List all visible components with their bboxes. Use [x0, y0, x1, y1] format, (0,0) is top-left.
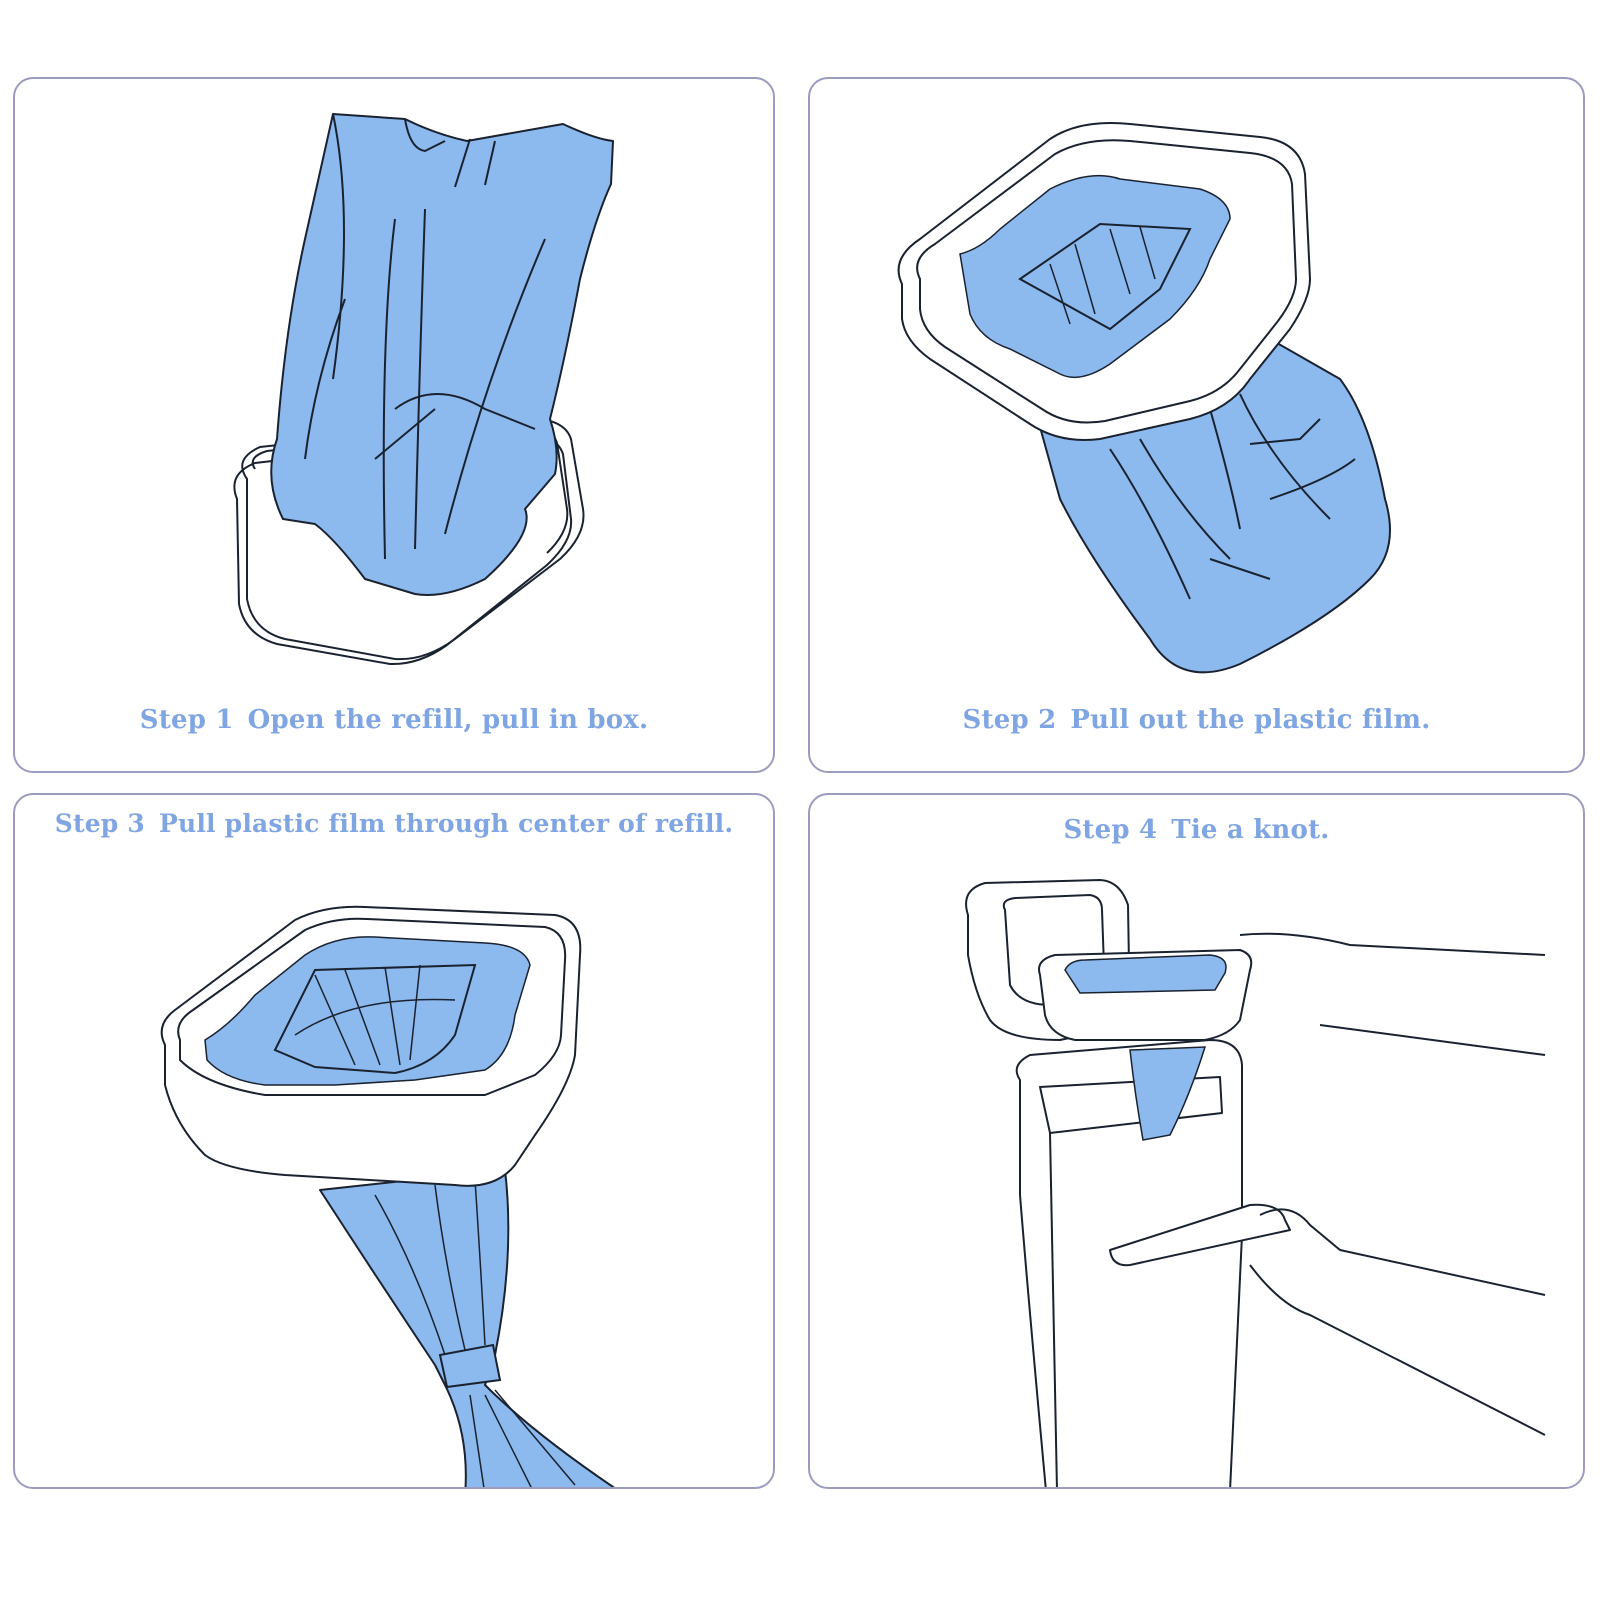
- film-through-refill-knot-icon: [160, 905, 615, 1487]
- blue-bag-icon: [270, 113, 614, 596]
- step-2-text: Pull out the plastic film.: [1070, 705, 1431, 735]
- bag-in-refill-box-icon: [233, 113, 614, 666]
- step-4-number: Step 4: [1063, 815, 1158, 845]
- hands-with-diaper-pail-icon: [965, 879, 1546, 1487]
- step-2-number: Step 2: [962, 705, 1057, 735]
- blue-film-icon: [1129, 1046, 1207, 1141]
- step-1-caption: Step 1 Open the refill, pull in box.: [15, 705, 773, 735]
- step-1-panel: Step 1 Open the refill, pull in box.: [13, 77, 775, 773]
- step-4-panel: Step 4 Tie a knot.: [808, 793, 1585, 1489]
- step-2-panel: Step 2 Pull out the plastic film.: [808, 77, 1585, 773]
- refill-with-hanging-film-icon: [897, 122, 1391, 674]
- step-3-text: Pull plastic film through center of refi…: [158, 809, 734, 838]
- step-1-text: Open the refill, pull in box.: [247, 705, 649, 735]
- step-1-number: Step 1: [139, 705, 234, 735]
- step-2-caption: Step 2 Pull out the plastic film.: [810, 705, 1583, 735]
- step-4-caption: Step 4 Tie a knot.: [810, 815, 1583, 845]
- step-3-caption: Step 3 Pull plastic film through center o…: [15, 809, 773, 838]
- step-4-text: Tie a knot.: [1171, 815, 1330, 845]
- step-3-number: Step 3: [54, 809, 145, 838]
- step-3-panel: Step 3 Pull plastic film through center o…: [13, 793, 775, 1489]
- knotted-film-icon: [319, 1169, 615, 1487]
